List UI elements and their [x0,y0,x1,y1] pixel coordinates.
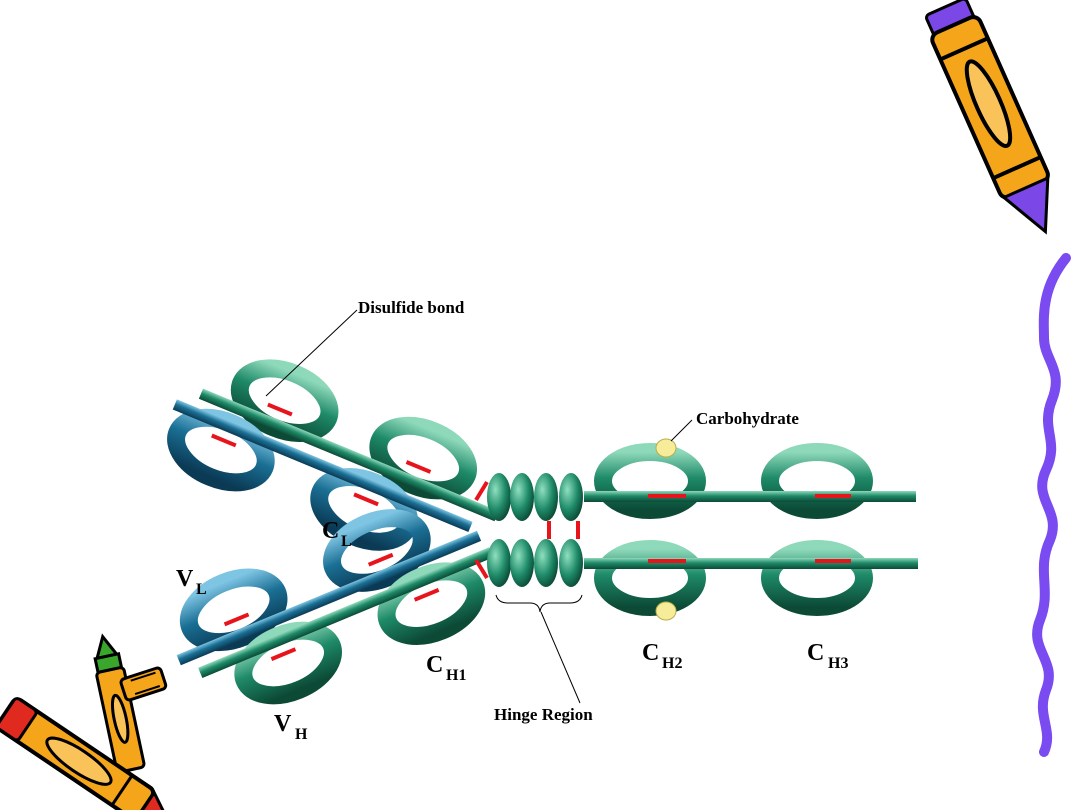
leader-lines [265,309,693,704]
hinge-region-label: Hinge Region [494,705,593,724]
upper-light-chain [172,399,473,533]
carbohydrate-upper [655,438,677,458]
svg-text:H2: H2 [662,655,682,672]
carbohydrate-lower [655,601,677,621]
crayon-icon [925,0,1050,235]
svg-text:C: C [642,640,659,666]
ch2-label: C H2 [642,640,682,672]
crayon-icon [0,697,171,810]
lower-ch2-domain [603,549,697,607]
disulfide-bond-label: Disulfide bond [358,298,465,317]
interchain-disulfides [474,480,489,580]
squiggle-line [1032,253,1071,757]
svg-text:H: H [295,726,308,743]
svg-text:L: L [341,533,352,550]
svg-text:C: C [322,518,339,544]
svg-text:C: C [807,640,824,666]
ch3-label: C H3 [807,640,848,672]
vl-label: V L [176,566,207,598]
crayon-icon [119,666,168,702]
carbohydrate-label: Carbohydrate [696,409,799,428]
fc-region [584,438,918,621]
svg-text:L: L [196,581,207,598]
hinge-beads [487,473,583,587]
lower-ch3-domain [770,549,864,607]
svg-text:H1: H1 [446,667,466,684]
vh-label: V H [274,711,308,743]
svg-text:V: V [176,566,194,592]
lower-fab-arm [158,484,512,729]
svg-text:H3: H3 [828,655,848,672]
lower-light-chain [176,530,482,666]
cl-label: C L [322,518,352,550]
svg-text:V: V [274,711,292,737]
svg-text:C: C [426,652,443,678]
upper-fab-arm [154,336,499,584]
lower-heavy-chain [198,547,494,678]
crayon-icon [93,633,146,774]
ch1-label: C H1 [426,652,466,684]
upper-heavy-chain [198,388,499,522]
